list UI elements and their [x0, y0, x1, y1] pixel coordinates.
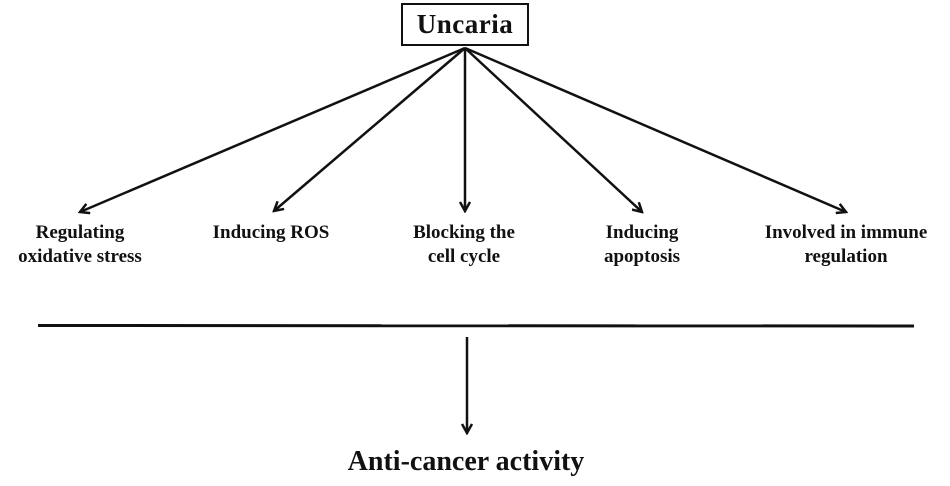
outcome-anti-cancer-activity: Anti-cancer activity — [347, 446, 585, 477]
arrow-to-immune — [464, 46, 846, 212]
mechanism-cell-cycle: Blocking the cell cycle — [413, 222, 515, 267]
convergence-bar — [37, 324, 915, 328]
mechanism-ros: Inducing ROS — [212, 222, 330, 243]
root-node-uncaria: Uncaria — [401, 3, 529, 46]
arrow-to-ros — [274, 47, 466, 211]
mechanism-oxidative-stress: Regulating oxidative stress — [18, 222, 142, 267]
arrow-to-oxidative-stress — [80, 46, 466, 212]
mechanism-apoptosis: Inducing apoptosis — [603, 222, 681, 267]
mechanism-immune: Involved in immune regulation — [764, 222, 928, 267]
arrow-to-apoptosis — [464, 47, 642, 212]
